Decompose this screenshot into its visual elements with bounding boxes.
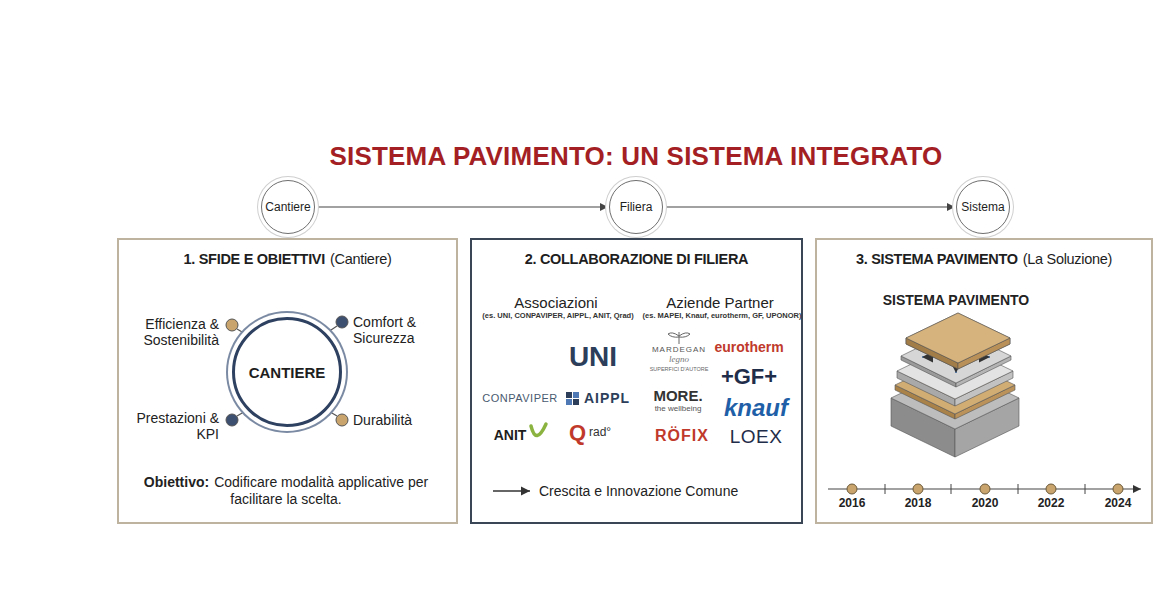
heading-note: (Cantiere) (330, 251, 391, 267)
logo-text: RÖFIX (655, 427, 709, 445)
timeline-tick (951, 484, 952, 494)
diagram-title: SISTEMA PAVIMENTO: UN SISTEMA INTEGRATO (329, 141, 942, 172)
group-heading: Associazioni (514, 294, 597, 311)
logo-text: knauf (724, 394, 788, 422)
year-label: 2024 (1105, 497, 1132, 511)
logo-text: +GF+ (721, 364, 777, 389)
objective-key: Obiettivo: (144, 474, 209, 490)
growth-arrow (493, 490, 530, 491)
logo-subtext: SUPERFICI D'AUTORE (650, 366, 709, 372)
logo-text: CONPAVIPER (482, 392, 558, 405)
bullet-dot (226, 414, 238, 426)
timeline-ticks (847, 484, 1123, 494)
leader-line (325, 326, 337, 334)
heading-number: 3. SISTEMA PAVIMENTO (856, 251, 1018, 267)
heading-number: 2. COLLABORAZIONE DI FILIERA (525, 251, 749, 267)
logo-text: ANIT (494, 427, 527, 443)
bullet-label: Prestazioni & KPI (134, 410, 219, 442)
node-label: CANTIERE (249, 364, 326, 381)
floor-top-layer (906, 313, 1010, 369)
heading-note: (La Soluzione) (1023, 251, 1112, 267)
group-note: (es. MAPEI, Knauf, eurotherm, GF, UPONOR… (643, 312, 802, 321)
objective-text: Codificare modalità applicative per faci… (214, 474, 428, 507)
logo-text: eurotherm (714, 339, 783, 355)
stage-circle: Filiera (609, 180, 663, 234)
anit-swoosh (531, 424, 546, 436)
group-heading: Aziende Partner (666, 294, 774, 311)
year-label: 2016 (839, 497, 866, 511)
aippl-icon (566, 392, 579, 405)
timeline-tick (1085, 484, 1086, 494)
flow-connector (664, 206, 955, 207)
timeline-dot (1046, 484, 1056, 494)
logo-subtext: the wellbeing (655, 404, 702, 413)
illustration-title: SISTEMA PAVIMENTO (883, 292, 1030, 308)
floor-layers (891, 313, 1019, 457)
logo-text: UNI (569, 341, 617, 373)
logo-text: MARDEGAN (652, 345, 706, 354)
logo-text: rad° (589, 426, 611, 440)
panel-heading: 1. SFIDE E OBIETTIVI (Cantiere) (119, 240, 456, 267)
timeline-dot (847, 484, 857, 494)
logo-text: MORE. (653, 387, 702, 404)
hub-circle: CANTIERE (232, 317, 342, 427)
year-label: 2020 (972, 497, 999, 511)
logo-text: legno (669, 354, 689, 364)
node-label: Sistema (961, 200, 1004, 214)
node-label: Filiera (620, 200, 653, 214)
year-label: 2018 (905, 497, 932, 511)
dragonfly-icon (668, 332, 690, 344)
logo-text: AIPPL (584, 390, 630, 406)
timeline-tick (885, 484, 886, 494)
objective-paragraph: Obiettivo: Codificare modalità applicativ… (129, 474, 443, 508)
bullet-label: Comfort & Sicurezza (353, 314, 453, 346)
panel-heading: 2. COLLABORAZIONE DI FILIERA (472, 240, 801, 267)
arrow-note: Crescita e Innovazione Comune (539, 483, 738, 499)
year-label: 2022 (1038, 497, 1065, 511)
panel-heading: 3. SISTEMA PAVIMENTO (La Soluzione) (817, 240, 1151, 267)
floor-layer (906, 313, 1010, 369)
bullet-dot (226, 319, 238, 331)
leader-line (325, 409, 337, 416)
timeline-dot (980, 484, 990, 494)
logo-text: LOEX (730, 426, 783, 448)
timeline-tick (1018, 484, 1019, 494)
bullet-dot (336, 316, 348, 328)
heading-number: 1. SFIDE E OBIETTIVI (184, 251, 325, 267)
timeline-dot (1113, 484, 1123, 494)
bullet-label: Efficienza & Sostenibilità (107, 316, 219, 348)
group-note: (es. UNI, CONPAVIPER, AIPPL, ANIT, Qrad) (482, 312, 633, 321)
stage-circle: Cantiere (261, 180, 315, 234)
timeline-dot (913, 484, 923, 494)
stage-circle: Sistema (956, 180, 1010, 234)
bullet-label: Durabilità (353, 412, 412, 428)
node-label: Cantiere (265, 200, 310, 214)
logo-text: Q (569, 420, 586, 445)
section-panel: 3. SISTEMA PAVIMENTO (La Soluzione) (815, 238, 1153, 524)
flow-connector (316, 206, 608, 207)
bullet-dot (336, 414, 348, 426)
